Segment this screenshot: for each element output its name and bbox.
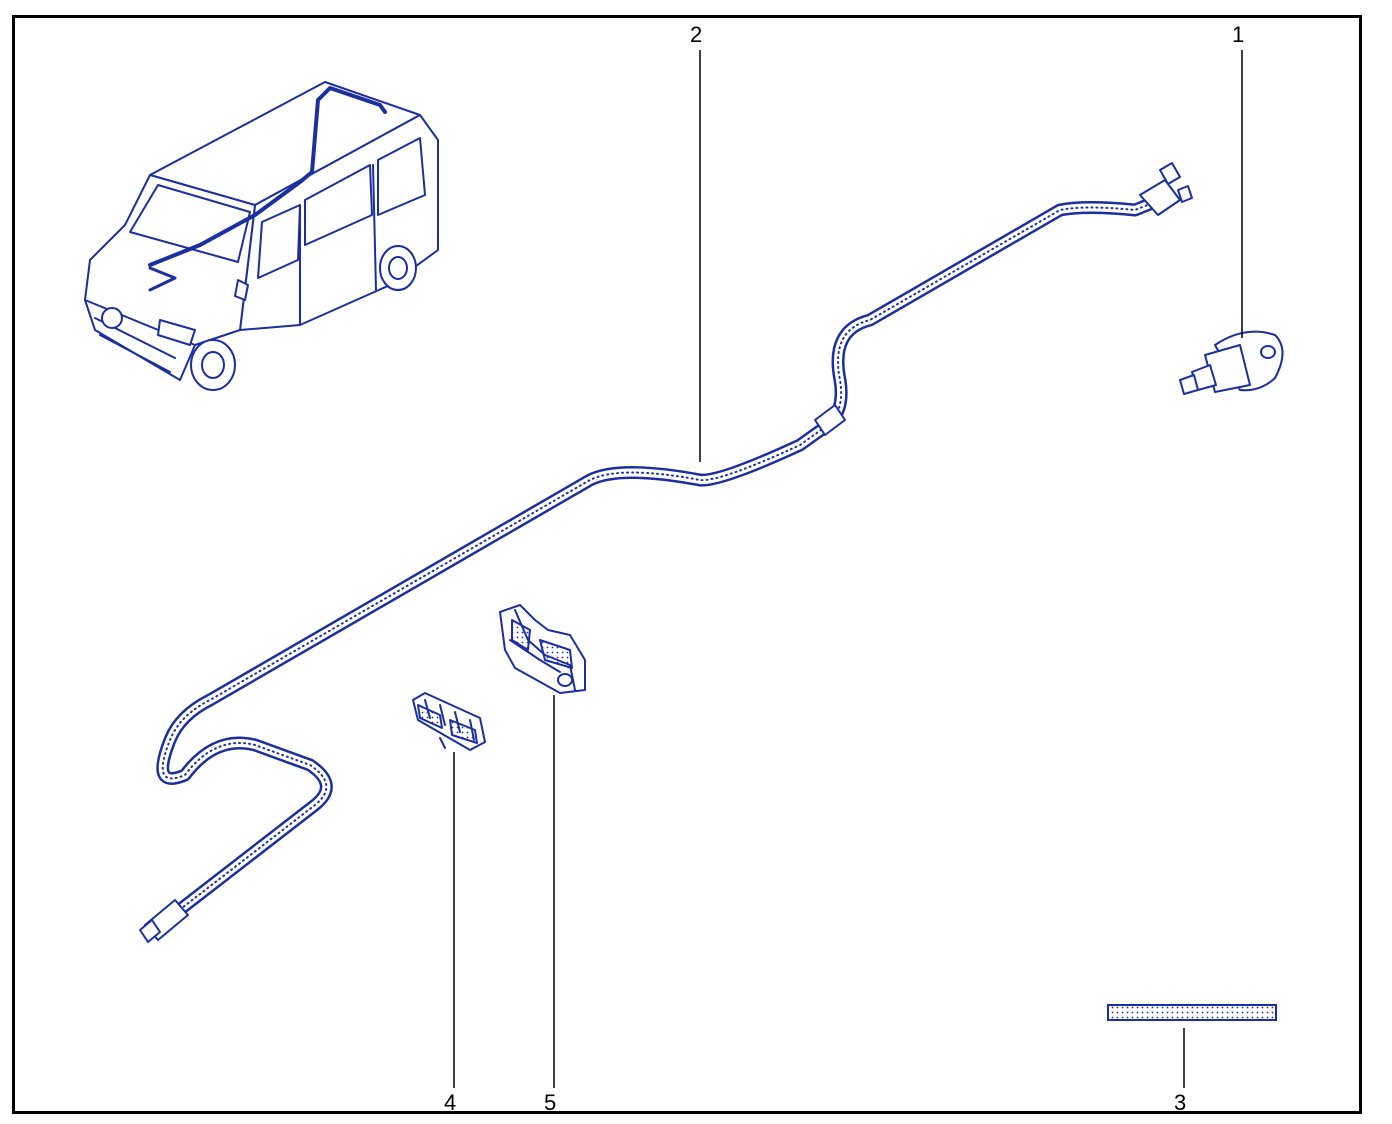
callout-2: 2 [690, 22, 703, 47]
part-3-strip [1107, 1004, 1277, 1021]
part-1-washer-nozzle [1179, 330, 1284, 395]
leader-lines [453, 50, 1243, 1088]
callout-4: 4 [444, 1090, 457, 1115]
part-2-washer-hose [139, 162, 1193, 943]
part-5-hose-clip [499, 604, 586, 694]
part-4-multi-clip [412, 692, 486, 751]
callout-3: 3 [1174, 1090, 1187, 1115]
van-illustration [84, 81, 439, 391]
callout-5: 5 [544, 1090, 557, 1115]
callout-1: 1 [1232, 22, 1245, 47]
